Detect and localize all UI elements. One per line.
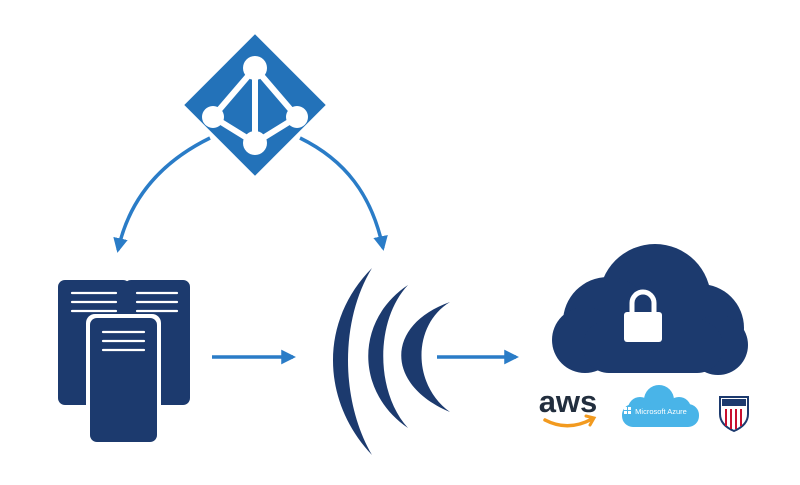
server-rack-icon	[58, 280, 190, 446]
identity-to-hub-arrow	[299, 136, 388, 251]
us-gov-shield-icon	[719, 396, 749, 433]
identity-to-servers-arrow	[113, 136, 211, 253]
signal-arcs-icon	[333, 268, 450, 455]
azure-logo-text: Microsoft Azure	[635, 407, 687, 416]
aws-smile-icon	[543, 417, 594, 428]
azure-cloud-logo: Microsoft Azure	[622, 385, 699, 427]
aws-logo: aws	[539, 384, 598, 428]
locked-cloud-icon	[552, 244, 748, 375]
windows-icon	[624, 407, 631, 414]
aws-logo-text: aws	[539, 384, 598, 419]
azure-ad-diamond-icon	[184, 34, 326, 176]
